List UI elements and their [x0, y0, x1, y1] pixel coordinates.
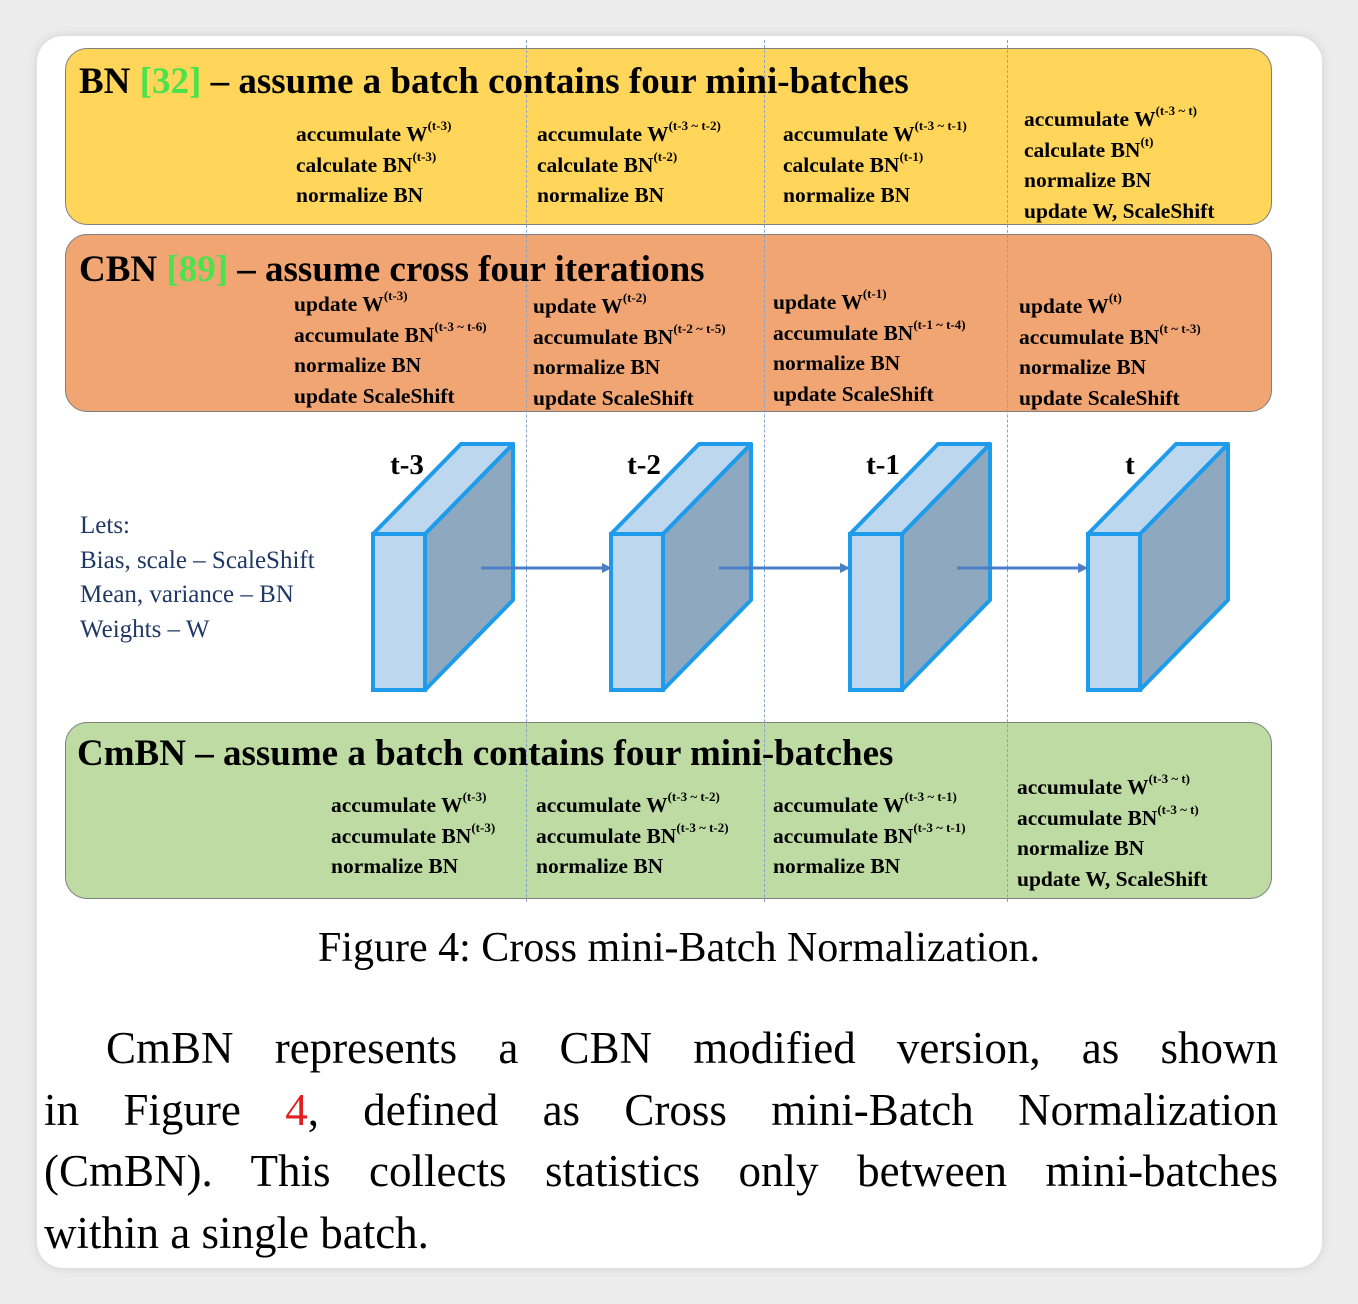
step-line: normalize BN: [537, 183, 665, 207]
paragraph-line: CmBN represents a CBN modified version, …: [106, 1023, 1278, 1073]
step-line: accumulate W(t-3 ~ t): [1017, 771, 1190, 799]
legend-line: Bias, scale – ScaleShift: [80, 546, 315, 574]
cbn-panel: [65, 234, 1272, 412]
legend-line: Mean, variance – BN: [80, 581, 294, 608]
bn-col-2: accumulate W(t-3 ~ t-2)calculate BN(t-2)…: [537, 118, 721, 211]
step-line: accumulate BN(t-3 ~ t): [1017, 801, 1199, 830]
block-front: [609, 532, 665, 692]
bn-citation[interactable]: [32]: [139, 61, 202, 102]
cmbn-col-4: accumulate W(t-3 ~ t)accumulate BN(t-3 ~…: [1017, 771, 1208, 894]
step-line: update W(t-3): [294, 288, 408, 316]
block-front: [371, 532, 427, 692]
step-line: accumulate W(t-3 ~ t-1): [783, 118, 967, 146]
block-front: [848, 532, 904, 692]
block-front: [1086, 532, 1142, 692]
cmbn-heading: CmBN – assume a batch contains four mini…: [77, 733, 894, 774]
timestep-label: t-2: [627, 449, 661, 481]
step-line: normalize BN: [294, 353, 422, 377]
column-divider: [526, 40, 527, 902]
step-line: update W(t-1): [773, 286, 887, 314]
step-line: normalize BN: [773, 351, 901, 375]
step-line: update ScaleShift: [1019, 385, 1180, 410]
paragraph-line: (CmBN). This collects statistics only be…: [44, 1146, 1278, 1196]
cbn-col-2: update W(t-2)accumulate BN(t-2 ~ t-5) nor…: [533, 290, 726, 413]
timestep-label: t-1: [866, 449, 900, 481]
step-line: accumulate BN(t ~ t-3): [1019, 320, 1201, 349]
step-line: accumulate W(t-3): [296, 118, 452, 146]
figure-reference-link[interactable]: 4: [285, 1084, 308, 1135]
step-line: normalize BN: [1017, 836, 1145, 860]
step-line: update W(t-2): [533, 290, 647, 318]
step-line: accumulate W(t-3): [331, 789, 487, 817]
bn-panel: [65, 48, 1272, 225]
column-divider: [764, 40, 765, 902]
cmbn-col-3: accumulate W(t-3 ~ t-1)accumulate BN(t-3…: [773, 789, 966, 882]
step-line: accumulate BN(t-1 ~ t-4): [773, 316, 966, 345]
figure-caption: Figure 4: Cross mini-Batch Normalization…: [317, 925, 1041, 971]
timestep-diagram: t-3 t-2 t-1 t: [371, 442, 1230, 692]
step-line: update ScaleShift: [533, 385, 694, 410]
cbn-col-1: update W(t-3)accumulate BN(t-3 ~ t-6) nor…: [294, 288, 487, 411]
step-line: normalize BN: [536, 854, 664, 878]
step-line: update ScaleShift: [773, 381, 934, 406]
cmbn-col-2: accumulate W(t-3 ~ t-2)accumulate BN(t-3…: [536, 789, 729, 882]
step-line: update W, ScaleShift: [1017, 866, 1208, 891]
bn-col-3: accumulate W(t-3 ~ t-1)calculate BN(t-1)…: [783, 118, 967, 211]
legend-line: Weights – W: [80, 615, 210, 643]
step-line: update W, ScaleShift: [1024, 198, 1215, 223]
cbn-col-4: update W(t)accumulate BN(t ~ t-3) normali…: [1019, 290, 1201, 413]
step-line: accumulate W(t-3 ~ t-2): [537, 118, 721, 146]
cbn-citation[interactable]: [89]: [166, 249, 229, 290]
timestep-label: t: [1125, 449, 1135, 481]
cbn-col-3: update W(t-1)accumulate BN(t-1 ~ t-4) nor…: [773, 286, 966, 409]
timestep-label: t-3: [390, 449, 424, 481]
step-line: normalize BN: [296, 183, 424, 207]
bn-col-1: accumulate W(t-3)calculate BN(t-3) normal…: [296, 118, 452, 211]
step-line: normalize BN: [533, 355, 661, 379]
legend: Lets: Bias, scale – ScaleShift Mean, var…: [80, 509, 315, 647]
step-line: calculate BN(t): [1024, 133, 1154, 162]
step-line: normalize BN: [1024, 168, 1152, 192]
body-paragraph: CmBN represents a CBN modified version, …: [44, 1018, 1278, 1264]
step-line: accumulate BN(t-3 ~ t-6): [294, 318, 487, 347]
step-line: normalize BN: [773, 854, 901, 878]
bn-col-4: accumulate W(t-3 ~ t)calculate BN(t) norm…: [1024, 103, 1215, 226]
step-line: normalize BN: [1019, 355, 1147, 379]
step-line: normalize BN: [331, 854, 459, 878]
legend-title: Lets:: [80, 512, 130, 539]
step-line: calculate BN(t-1): [783, 148, 924, 177]
step-line: accumulate W(t-3 ~ t-2): [536, 789, 720, 817]
column-divider: [1007, 40, 1008, 902]
step-line: accumulate BN(t-3 ~ t-1): [773, 819, 966, 848]
step-line: calculate BN(t-2): [537, 148, 678, 177]
step-line: normalize BN: [783, 183, 911, 207]
cbn-heading: CBN [89] – assume cross four iterations: [79, 249, 705, 290]
step-line: update ScaleShift: [294, 383, 455, 408]
step-line: calculate BN(t-3): [296, 148, 437, 177]
step-line: accumulate BN(t-3): [331, 819, 496, 848]
step-line: accumulate W(t-3 ~ t-1): [773, 789, 957, 817]
cmbn-panel: [65, 722, 1272, 899]
step-line: update W(t): [1019, 290, 1122, 318]
paragraph-line: in Figure 4, defined as Cross mini-Batch…: [44, 1084, 1278, 1135]
cmbn-col-1: accumulate W(t-3)accumulate BN(t-3) norma…: [331, 789, 496, 882]
step-line: accumulate BN(t-2 ~ t-5): [533, 320, 726, 349]
bn-heading: BN [32] – assume a batch contains four m…: [79, 61, 909, 102]
step-line: accumulate W(t-3 ~ t): [1024, 103, 1197, 131]
paragraph-line: within a single batch.: [44, 1207, 429, 1258]
step-line: accumulate BN(t-3 ~ t-2): [536, 819, 729, 848]
